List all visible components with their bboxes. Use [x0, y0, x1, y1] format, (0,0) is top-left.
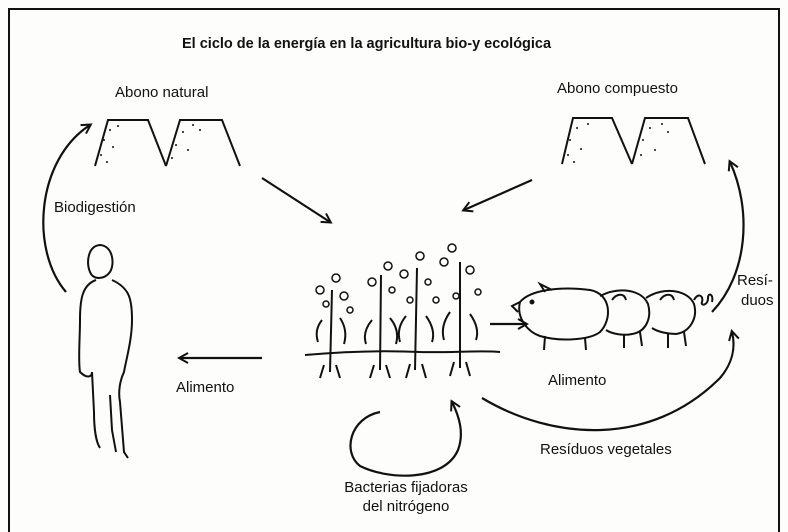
- arrow-compuesto-to-plants: [464, 178, 533, 210]
- arrow-natural-to-plants: [261, 177, 330, 222]
- arrow-nitrogen-cycle: [349, 402, 462, 477]
- arrow-residuos: [711, 162, 745, 313]
- label-biodigestion: Biodigestión: [54, 199, 136, 216]
- diagram-frame: [8, 8, 780, 532]
- arrow-biodigestion: [42, 125, 90, 293]
- person-figure: [78, 243, 134, 459]
- crop-plants: [304, 243, 501, 379]
- label-abono-compuesto: Abono compuesto: [557, 80, 678, 97]
- diagram-title: El ciclo de la energía en la agricultura…: [182, 36, 552, 52]
- label-alimento-right: Alimento: [548, 372, 607, 389]
- abono-natural-heaps: [94, 119, 241, 167]
- abono-compuesto-heaps: [561, 117, 706, 165]
- label-bacterias-line1: Bacterias fijadoras: [344, 479, 468, 496]
- label-residuos-line1: Resí-: [737, 272, 773, 289]
- pigs: [510, 281, 714, 351]
- flow-arrows: [42, 125, 745, 477]
- label-residuos-vegetales: Resíduos vegetales: [540, 441, 672, 458]
- label-residuos-line2: duos: [741, 292, 774, 309]
- label-alimento-left: Alimento: [176, 379, 235, 396]
- arrow-residuos-vegetales: [481, 332, 734, 432]
- label-abono-natural: Abono natural: [115, 84, 209, 101]
- label-bacterias-line2: del nitrógeno: [362, 498, 450, 515]
